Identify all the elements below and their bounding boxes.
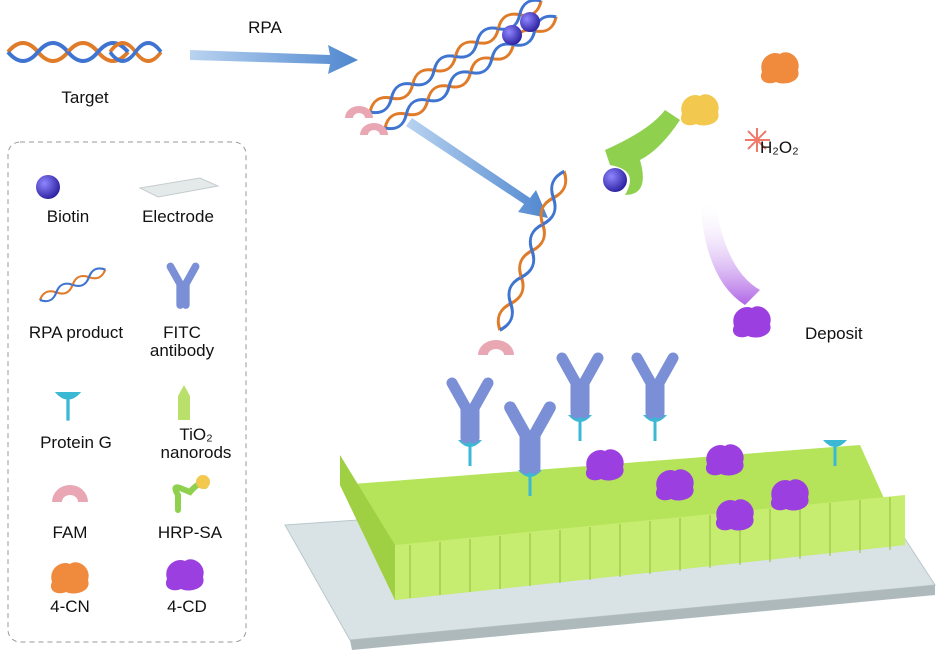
fam-icon (360, 123, 388, 135)
biotin-icon (520, 12, 540, 32)
legend-label-tio2: TiO₂ (179, 425, 212, 444)
legend-label-antibody: antibody (150, 341, 215, 360)
legend-label-hrp-sa: HRP-SA (158, 523, 223, 542)
fam-icon (478, 340, 514, 355)
target-dna-icon (6, 41, 163, 63)
4cd-icon (165, 559, 204, 591)
hrp-sa-icon (605, 110, 680, 195)
legend-label-protein-g: Protein G (40, 433, 112, 452)
legend-label-fam: FAM (53, 523, 88, 542)
4cn-icon (50, 562, 89, 594)
reaction-spark-icon (745, 128, 770, 152)
target-label: Target (61, 88, 109, 107)
nanorod-icon (178, 385, 190, 420)
legend-label-4cn: 4-CN (50, 597, 90, 616)
biotin-icon (36, 175, 60, 199)
antibody-icon (170, 267, 195, 306)
rpa-product-icon (345, 0, 562, 135)
electrode-icon (138, 177, 220, 198)
legend-box: Biotin Electrode RPA product FITC antibo… (7, 141, 247, 643)
legend-label-biotin: Biotin (47, 207, 90, 226)
fam-icon (52, 485, 88, 502)
bound-rpa-product (478, 94, 719, 355)
electrode-with-nanorods (284, 445, 936, 650)
hrp-icon (680, 94, 719, 126)
protein-g-icon (54, 392, 82, 421)
deposit-label: Deposit (805, 324, 863, 343)
legend-label-fitc: FITC (163, 323, 201, 342)
rpa-arrow-label: RPA (248, 18, 282, 37)
dna-helix-icon (36, 264, 109, 306)
legend-label-nanorods: nanorods (161, 443, 232, 462)
deposit-trail (700, 200, 760, 305)
deposit-4cd-icon (732, 306, 771, 338)
rpa-arrow-icon (190, 45, 358, 74)
h2o2-label: H₂O₂ (760, 138, 799, 157)
legend-label-rpa-product: RPA product (29, 323, 123, 342)
binding-arrow-icon (406, 118, 548, 218)
4cn-molecule-icon (760, 52, 799, 84)
legend-label-4cd: 4-CD (167, 597, 207, 616)
fam-icon (345, 106, 373, 118)
biotin-icon (502, 25, 522, 45)
legend-label-electrode: Electrode (142, 207, 214, 226)
biotin-icon (603, 168, 627, 192)
